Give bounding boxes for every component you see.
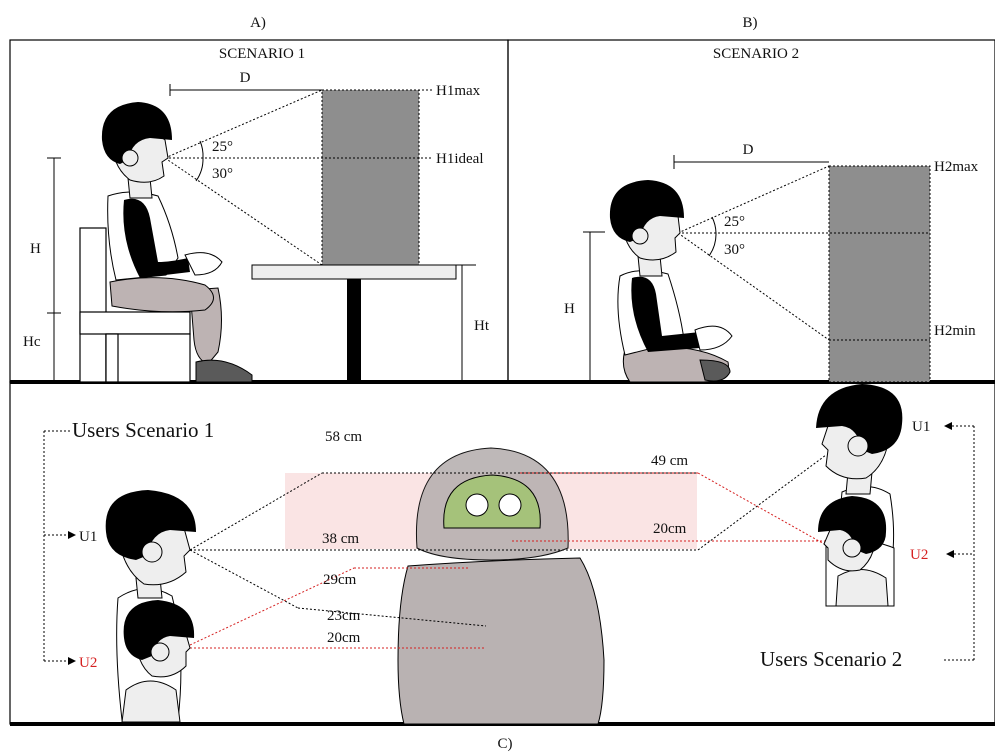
child-u1-right [816,384,903,561]
panel-b-letter: B) [743,15,758,31]
hand-a [184,252,223,276]
label-h-a: H [30,241,41,257]
label-u1-left: U1 [79,529,97,545]
dist-29cm: 29cm [323,572,357,588]
label-u2-right: U2 [910,547,928,563]
child-u2-right [818,496,895,607]
dist-20cm-left: 20cm [327,630,361,646]
panel-b: SCENARIO 2 D H2max H2min 25° 30° H [564,46,979,383]
dist-23cm: 23cm [327,608,361,624]
arrow-u2-left [68,657,76,665]
foot-a [195,359,253,383]
arm-a [123,198,190,278]
child-seated-a [101,102,253,383]
dist-58cm: 58 cm [325,429,362,445]
sight-up-b [677,165,830,234]
angle-up-a: 25° [212,139,233,155]
dist-20cm-right: 20cm [653,521,687,537]
arrow-u1-right [944,422,952,430]
hand-b [694,325,733,351]
robot-face [443,474,541,529]
left-bracket [43,430,72,662]
hair-a [101,102,172,164]
sight-down-b [677,232,830,341]
label-h2max: H2max [934,159,979,175]
sightlines-left [189,472,698,649]
panel-a-letter: A) [250,15,266,31]
sightlines-right [512,454,827,551]
label-h2min: H2min [934,323,976,339]
robot-eye-right [498,493,522,517]
scenario-2-title: SCENARIO 2 [713,46,799,62]
panel-a: SCENARIO 1 D H1max H1ideal 25° 30° Ht H … [23,46,490,383]
angle-up-b: 25° [724,214,745,230]
label-d-a: D [240,70,251,86]
arrow-u2-right [946,550,954,558]
robot-body [397,557,605,725]
label-h1ideal: H1ideal [436,151,483,167]
panel-c-letter: C) [498,736,513,752]
sight-up-a [164,89,323,159]
label-h-b: H [564,301,575,317]
table-leg [347,279,361,382]
hair-b [609,180,684,242]
sight-down-a [164,157,323,266]
child-floor-b [609,180,733,383]
chair [79,227,191,383]
screen-b [828,165,931,383]
arrow-u1-left [68,531,76,539]
child-u2-left [121,600,195,723]
robot-eye-left [465,493,489,517]
panel-c: 58 cm 49 cm 38 cm 20cm 29cm 23cm 20cm Us… [43,384,975,725]
robot [397,447,605,725]
label-ht: Ht [474,318,490,334]
users-scenario-2-label: Users Scenario 2 [760,647,902,671]
dist-49cm: 49 cm [651,453,688,469]
arm-b [631,276,700,352]
label-u1-right: U1 [912,419,930,435]
label-d-b: D [743,142,754,158]
label-hc: Hc [23,334,41,350]
table-top [251,264,457,280]
angle-arc-a [195,140,204,182]
angle-down-a: 30° [212,166,233,182]
ear-b [631,227,649,245]
label-u2-left: U2 [79,655,97,671]
angle-down-b: 30° [724,242,745,258]
angle-arc-b [708,216,717,257]
label-h1max: H1max [436,83,481,99]
thigh-a [109,277,214,313]
scenario-1-title: SCENARIO 1 [219,46,305,62]
screen-a [321,89,420,266]
dist-38cm: 38 cm [322,531,359,547]
foot-b [699,359,731,382]
users-scenario-1-label: Users Scenario 1 [72,418,214,442]
ear-a [121,149,139,167]
right-bracket [944,425,975,661]
